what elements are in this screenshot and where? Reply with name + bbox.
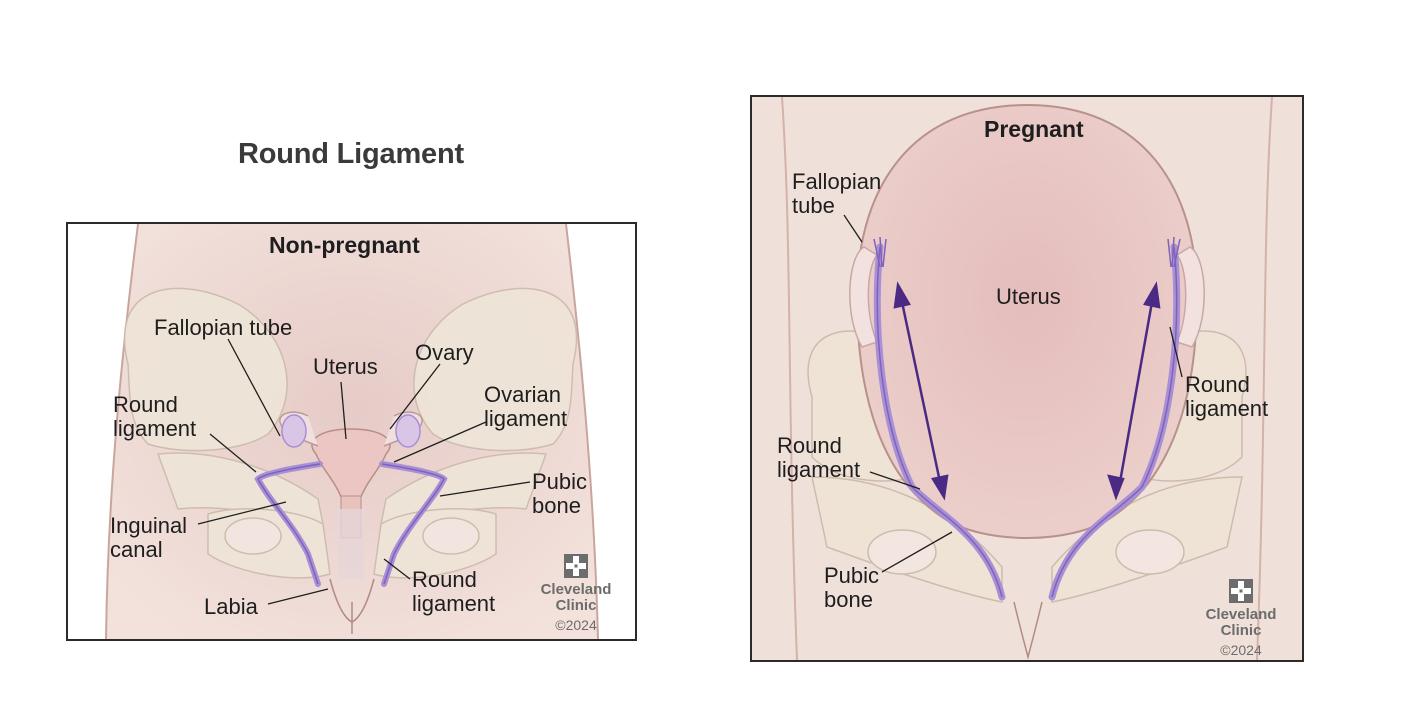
- label-round-ligament-bottom: Round ligament: [412, 568, 495, 616]
- copyright: ©2024: [555, 617, 597, 633]
- logo-line-2: Clinic: [555, 597, 597, 614]
- figure-title: Round Ligament: [238, 138, 464, 170]
- cleveland-clinic-cross-icon: [1229, 579, 1253, 603]
- leader-lines: [197, 338, 531, 605]
- label-line: Fallopian: [792, 169, 882, 194]
- pregnant-illustration: [752, 97, 1302, 660]
- label-line: ligament: [1185, 396, 1269, 421]
- nonpregnant-illustration: [68, 224, 635, 639]
- label-line: tube: [792, 193, 835, 218]
- fallopian-tubes: [849, 246, 1205, 348]
- cleveland-clinic-logo: Cleveland Clinic ©2024: [538, 554, 614, 633]
- label-round-ligament-left: Round ligament: [777, 434, 860, 482]
- pelvis-bones: [123, 287, 578, 579]
- label-line: Round: [1185, 372, 1250, 397]
- label-uterus: Uterus: [996, 284, 1061, 309]
- tubes-ovaries: [279, 411, 423, 448]
- stretch-arrows: [893, 281, 1161, 501]
- label-ovary: Ovary: [415, 340, 474, 365]
- uterus-shape: [311, 428, 391, 579]
- label-labia: Labia: [204, 594, 258, 619]
- logo-line-2: Clinic: [1220, 622, 1262, 639]
- label-round-ligament-right: Round ligament: [1185, 373, 1268, 421]
- label-line: ligament: [777, 457, 861, 482]
- label-pubic-bone: Pubic bone: [824, 564, 879, 612]
- logo-line-1: Cleveland: [1205, 606, 1277, 623]
- label-pubic-bone: Pubic bone: [532, 470, 587, 518]
- copyright: ©2024: [1220, 642, 1262, 658]
- label-fallopian-tube: Fallopian tube: [154, 315, 293, 340]
- cleveland-clinic-logo: Cleveland Clinic ©2024: [1203, 579, 1279, 658]
- nonpregnant-heading: Non-pregnant: [269, 232, 420, 258]
- cleveland-clinic-cross-icon: [564, 554, 588, 578]
- uterus-shape: [855, 103, 1199, 539]
- label-line: Pubic: [824, 563, 880, 588]
- label-line: bone: [824, 587, 873, 612]
- logo-line-1: Cleveland: [540, 581, 612, 598]
- label-line: Round: [113, 392, 178, 417]
- label-line: Inguinal: [110, 513, 188, 538]
- label-line: Pubic: [532, 469, 588, 494]
- label-fallopian-tube: Fallopian tube: [792, 170, 881, 218]
- label-line: ligament: [412, 591, 496, 616]
- pregnant-heading: Pregnant: [984, 116, 1084, 142]
- label-round-ligament-left: Round ligament: [113, 393, 196, 441]
- label-line: canal: [110, 537, 163, 562]
- label-uterus: Uterus: [313, 354, 378, 379]
- label-line: ligament: [113, 416, 197, 441]
- label-line: ligament: [484, 406, 568, 431]
- label-line: bone: [532, 493, 581, 518]
- label-inguinal-canal: Inguinal canal: [110, 514, 187, 562]
- label-line: Round: [777, 433, 842, 458]
- nonpregnant-panel: Non-pregnant Fallopian tube Uterus Ovary…: [66, 222, 637, 641]
- leader-lines: [843, 214, 1183, 573]
- label-ovarian-ligament: Ovarian ligament: [484, 383, 567, 431]
- pregnant-panel: Pregnant Fallopian tube Uterus Round lig…: [750, 95, 1304, 662]
- label-line: Ovarian: [484, 382, 562, 407]
- label-line: Round: [412, 567, 477, 592]
